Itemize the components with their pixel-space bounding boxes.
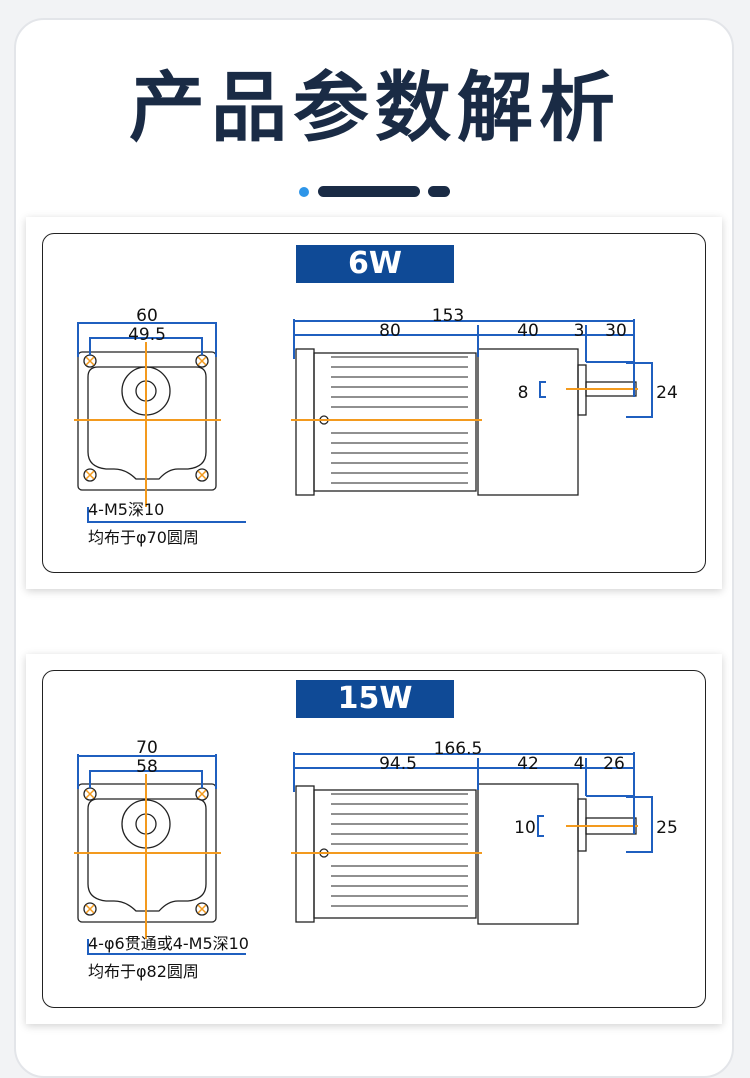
dimension-drawing-15w: 70 58 [74,738,678,955]
shaft-length-label: 26 [603,754,625,774]
front-dimensions [77,754,246,955]
total-length-label: 166.5 [434,739,483,759]
front-center-lines [74,774,221,939]
flange-label: 4 [574,754,585,774]
front-dimensions [77,322,246,523]
card-border [42,670,706,1008]
mounting-note-line1: 4-M5深10 [88,500,165,519]
front-width-label: 70 [136,738,158,758]
front-width-label: 60 [136,306,158,326]
side-view [295,348,637,496]
hole-spacing-label: 49.5 [128,325,166,345]
side-dimensions [293,752,653,853]
shaft-offset-label: 25 [656,818,678,838]
body-length-label: 80 [379,321,401,341]
shaft-offset-label: 24 [656,383,678,403]
shaft-length-label: 30 [605,321,627,341]
total-length-label: 153 [432,306,464,326]
side-dimensions [293,319,653,418]
card-border [42,233,706,573]
divider-bar [318,186,420,197]
flange-label: 3 [574,321,585,341]
page-title: 产品参数解析 [129,63,621,152]
gearbox-length-label: 42 [517,754,539,774]
divider-dot [299,187,309,197]
shaft-diameter-label: 8 [518,383,529,403]
mounting-note-line1: 4-φ6贯通或4-M5深10 [88,934,249,953]
title-divider [0,186,750,198]
dimension-drawing-6w: 60 49.5 [74,306,678,523]
power-badge: 15W [296,680,454,718]
front-center-lines [74,342,221,507]
divider-short-bar [428,186,450,197]
side-center-line [291,825,638,854]
spec-card-15w: 15W 70 58 [26,654,722,1024]
mounting-note-line2: 均布于φ70圆周 [88,528,199,547]
shaft-diameter-label: 10 [514,818,536,838]
hole-spacing-label: 58 [136,757,158,777]
mounting-note-line2: 均布于φ82圆周 [88,962,199,981]
spec-card-6w: 6W 60 49.5 [26,217,722,589]
gearbox-length-label: 40 [517,321,539,341]
power-badge: 6W [296,245,454,283]
body-length-label: 94.5 [379,754,417,774]
side-center-line [291,388,638,421]
